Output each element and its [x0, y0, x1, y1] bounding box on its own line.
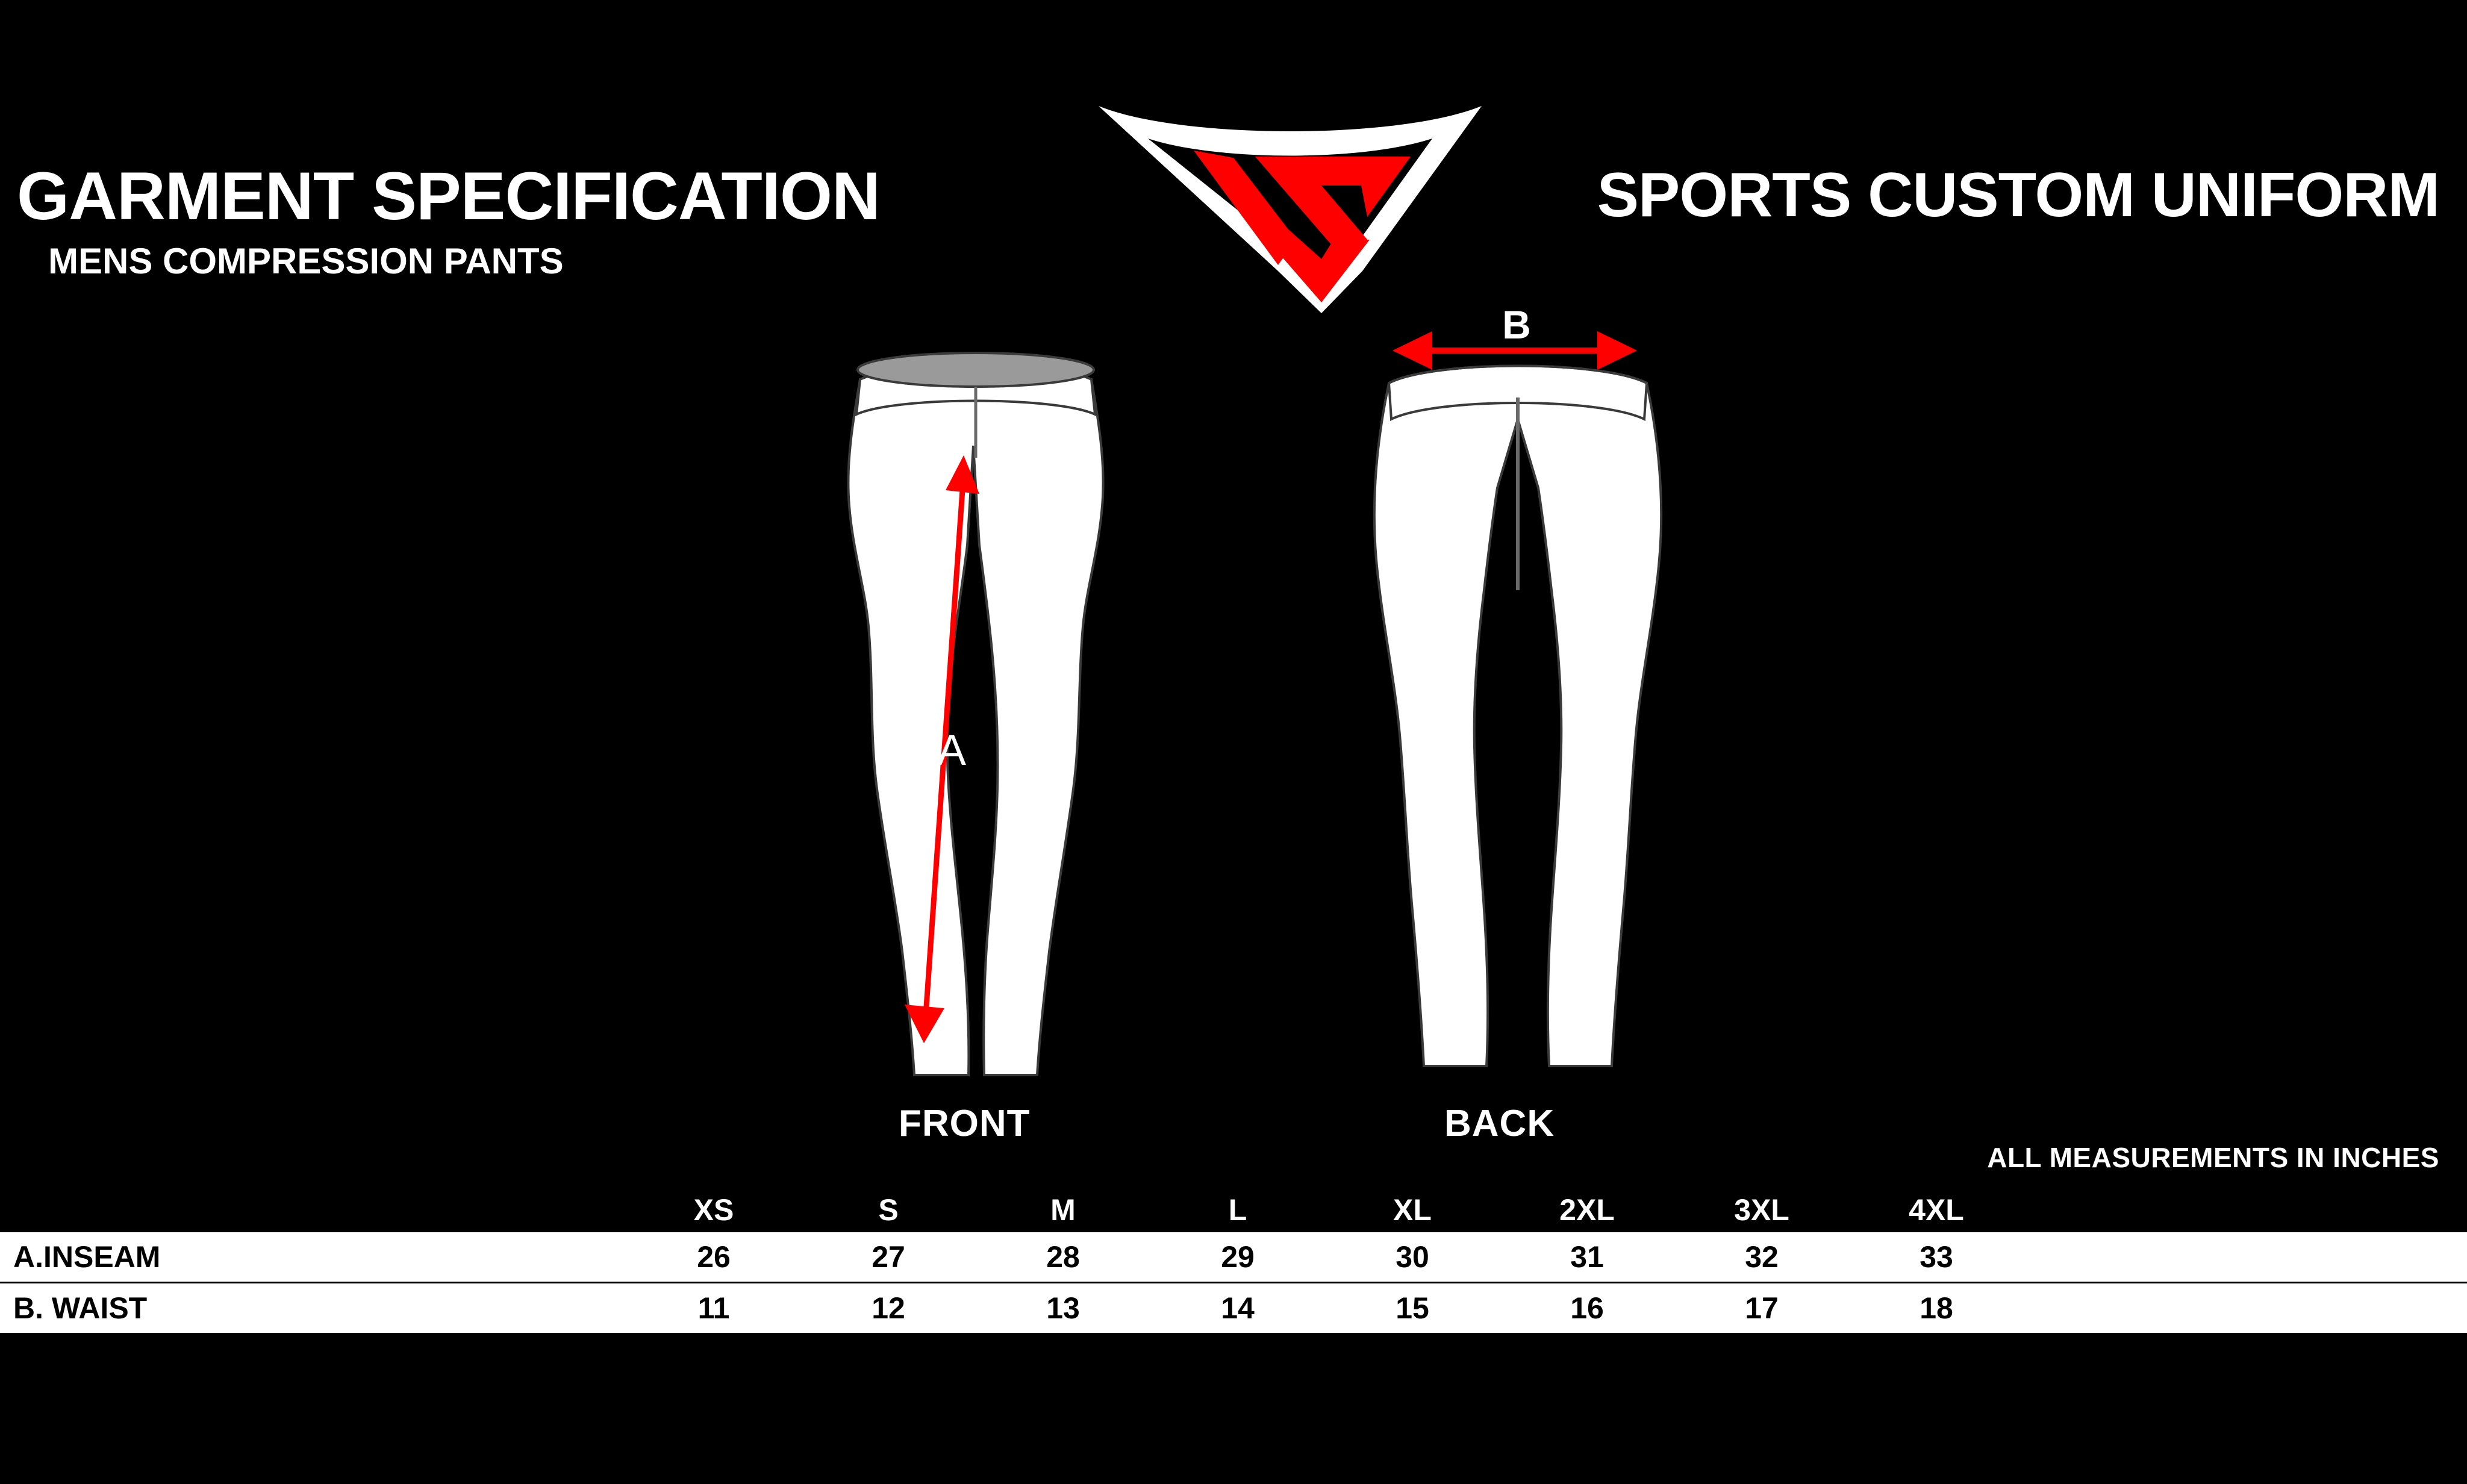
- header-cell-size-s: S: [878, 1193, 899, 1227]
- header-title-block: GARMENT SPECIFICATION MENS COMPRESSION P…: [17, 163, 1041, 279]
- cell-inseam-s: 27: [801, 1230, 976, 1283]
- front-view-illustration: A: [825, 343, 1150, 1096]
- header-cell-measurement: [0, 1189, 626, 1232]
- back-legs-shape: [1373, 382, 1663, 1067]
- cell-waist-xs: 11: [626, 1282, 801, 1335]
- brand-name: SPORTS CUSTOM UNIFORM: [1597, 160, 2440, 230]
- sports-custom-uniform-logo-icon: [1097, 72, 1483, 313]
- inseam-measure-arrow: [905, 455, 979, 1043]
- front-pants-body: [847, 352, 1105, 1076]
- size-chart-header-row: XS S M L XL 2XL 3XL 4XL: [0, 1189, 2467, 1232]
- cell-waist-spacer: [2024, 1282, 2467, 1335]
- cell-inseam-m: 28: [976, 1230, 1150, 1283]
- inseam-letter-label: A: [937, 726, 966, 775]
- measurement-units-note: ALL MEASUREMENTS IN INCHES: [1987, 1142, 2439, 1173]
- cell-waist-m: 13: [976, 1282, 1150, 1335]
- header-cell-size-2xl: 2XL: [1559, 1193, 1615, 1227]
- inseam-arrow-head-bottom: [905, 1005, 944, 1043]
- row-label-waist: B. WAIST: [0, 1282, 626, 1335]
- header-cell-size-xs: XS: [693, 1193, 734, 1227]
- logo-outer-chevron: [1099, 106, 1482, 313]
- cell-inseam-xl: 30: [1325, 1230, 1500, 1283]
- header-cell-size-4xl: 4XL: [1909, 1193, 1964, 1227]
- cell-waist-l: 14: [1150, 1282, 1325, 1335]
- size-chart-section: XS S M L XL 2XL 3XL 4XL A.INSEAM 26 27 2…: [0, 1189, 2467, 1335]
- cell-inseam-4xl: 33: [1849, 1230, 2024, 1283]
- logo-red-v: [1199, 149, 1370, 302]
- cell-inseam-2xl: 31: [1500, 1230, 1674, 1283]
- page-subtitle: MENS COMPRESSION PANTS: [48, 241, 564, 281]
- front-legs-shape: [847, 378, 1105, 1076]
- page-title: GARMENT SPECIFICATION: [17, 158, 881, 234]
- cell-inseam-spacer: [2024, 1230, 2467, 1283]
- cell-waist-3xl: 17: [1674, 1282, 1849, 1335]
- front-waistband-opening: [856, 352, 1095, 388]
- back-view-illustration: B: [1349, 302, 1686, 1096]
- waist-arrow-head-left: [1393, 331, 1432, 370]
- cell-inseam-l: 29: [1150, 1230, 1325, 1283]
- header-cell-size-l: L: [1228, 1193, 1247, 1227]
- size-chart-table: XS S M L XL 2XL 3XL 4XL A.INSEAM 26 27 2…: [0, 1189, 2467, 1335]
- header-cell-size-3xl: 3XL: [1734, 1193, 1789, 1227]
- front-view-label: FRONT: [899, 1103, 1031, 1144]
- inseam-arrow-head-top: [946, 455, 979, 494]
- inseam-arrow-line: [922, 472, 967, 1024]
- waist-measure-arrow: [1393, 331, 1637, 370]
- table-row: B. WAIST 11 12 13 14 15 16 17 18: [0, 1282, 2467, 1335]
- waist-arrow-head-right: [1597, 331, 1637, 370]
- row-label-inseam: A.INSEAM: [0, 1230, 626, 1283]
- cell-waist-xl: 15: [1325, 1282, 1500, 1335]
- waist-letter-label: B: [1502, 307, 1531, 347]
- back-view-label: BACK: [1444, 1103, 1555, 1144]
- cell-waist-4xl: 18: [1849, 1282, 2024, 1335]
- back-waistband-top-edge: [1388, 364, 1647, 384]
- cell-waist-s: 12: [801, 1282, 976, 1335]
- header-cell-size-xl: XL: [1393, 1193, 1432, 1227]
- back-pants-body: [1373, 364, 1663, 1067]
- header-cell-spacer: [2024, 1189, 2467, 1232]
- table-row: A.INSEAM 26 27 28 29 30 31 32 33: [0, 1230, 2467, 1283]
- cell-waist-2xl: 16: [1500, 1282, 1674, 1335]
- header-cell-size-m: M: [1050, 1193, 1076, 1227]
- cell-inseam-xs: 26: [626, 1230, 801, 1283]
- cell-inseam-3xl: 32: [1674, 1230, 1849, 1283]
